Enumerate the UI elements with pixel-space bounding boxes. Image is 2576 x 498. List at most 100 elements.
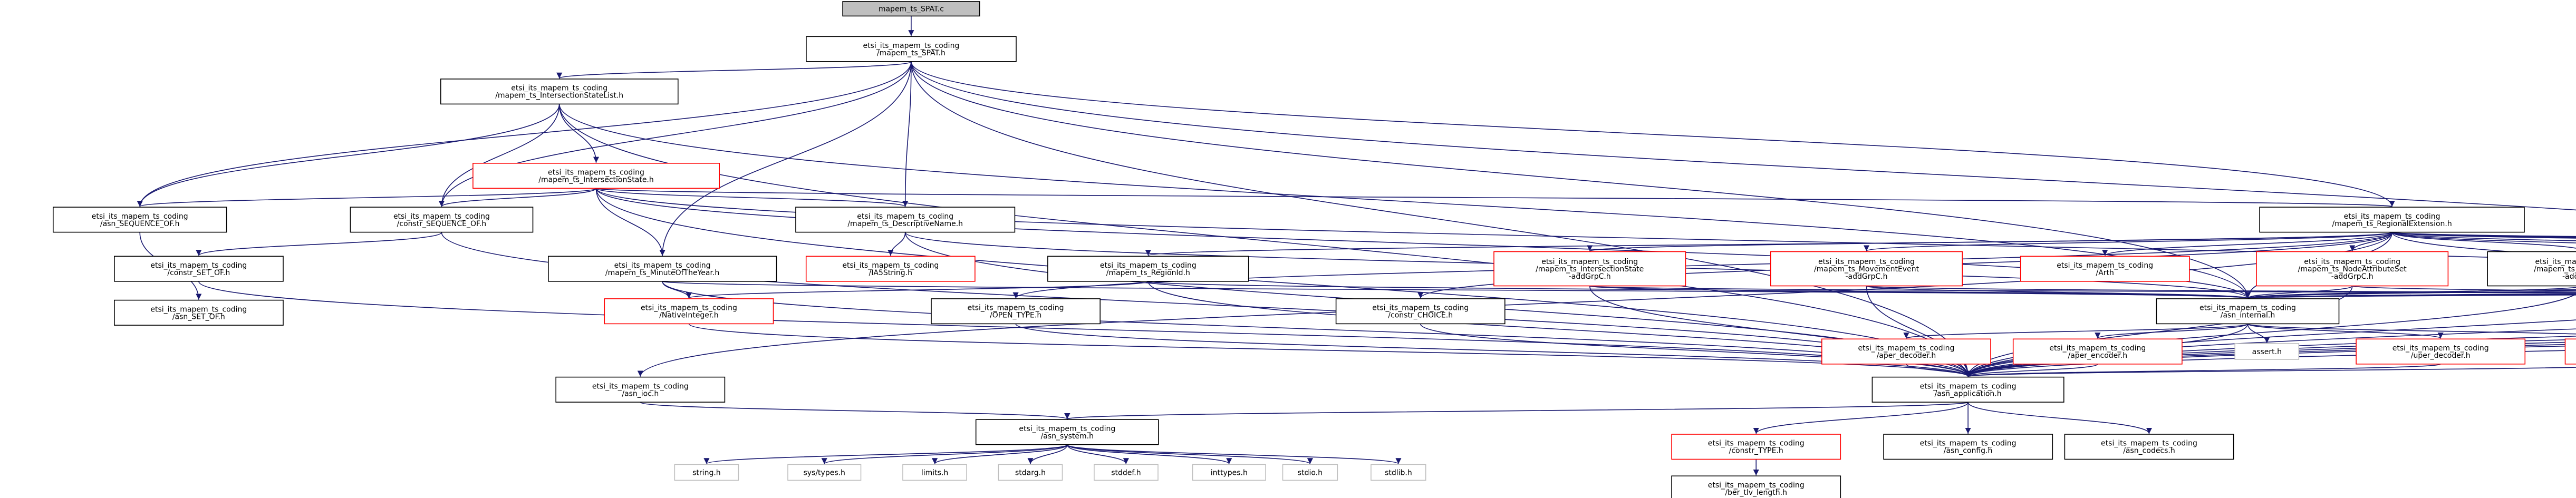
file-node-label: /ber_tlv_length.h bbox=[1725, 489, 1787, 497]
edge-spat-h-to-intersection-state-list bbox=[556, 61, 912, 79]
edge-asn-internal-to-aper-encoder bbox=[2095, 323, 2249, 339]
file-node-label: /asn_internal.h bbox=[2221, 311, 2275, 320]
edge-spat-h-to-asn-application bbox=[911, 61, 1971, 377]
file-node-ext-movement-event[interactable]: etsi_its_mapem_ts_coding/mapem_ts_Moveme… bbox=[1770, 251, 1963, 287]
file-node-asn-application[interactable]: etsi_its_mapem_ts_coding/asn_application… bbox=[1871, 376, 2064, 403]
file-node-box bbox=[674, 464, 739, 481]
file-node-uper-encoder[interactable]: etsi_its_mapem_ts_coding/uper_encoder.h bbox=[2564, 338, 2576, 365]
file-node-constr-sequence-of[interactable]: etsi_its_mapem_ts_coding/constr_SEQUENCE… bbox=[350, 207, 534, 233]
file-node-label: /constr_CHOICE.h bbox=[1388, 311, 1453, 320]
file-node-spat-h[interactable]: etsi_its_mapem_ts_coding/mapem_ts_SPAT.h bbox=[806, 36, 1017, 62]
file-node-asn-sequence-of[interactable]: etsi_its_mapem_ts_coding/asn_SEQUENCE_OF… bbox=[53, 207, 227, 233]
edge-asn-system-to-stdarg-h bbox=[1027, 444, 1068, 464]
edge-spat-h-to-asn-internal bbox=[911, 61, 2251, 298]
file-node-label: etsi_its_mapem_ts_coding bbox=[2304, 258, 2400, 266]
edge-intersection-state-to-descriptive-name bbox=[595, 188, 908, 207]
file-node-label: stdarg.h bbox=[1015, 468, 1046, 477]
file-node-inttypes-h[interactable]: inttypes.h bbox=[1192, 464, 1266, 481]
file-node-box bbox=[114, 256, 284, 282]
file-node-box bbox=[555, 376, 726, 403]
edge-intersection-state-list-to-asn-application bbox=[558, 104, 1971, 377]
file-node-label: /mapem_ts_MovementEvent bbox=[1814, 265, 1919, 274]
file-node-aper-encoder[interactable]: etsi_its_mapem_ts_coding/aper_encoder.h bbox=[2012, 338, 2183, 365]
file-node-label: etsi_its_mapem_ts_coding bbox=[1708, 481, 1805, 490]
file-node-constr-type[interactable]: etsi_its_mapem_ts_coding/constr_TYPE.h bbox=[1671, 434, 1841, 460]
edge-descriptive-name-to-ia5string bbox=[887, 232, 906, 256]
file-node-box bbox=[998, 464, 1063, 481]
file-node-assert-h[interactable]: assert.h bbox=[2234, 343, 2300, 360]
file-node-label: /IA5String.h bbox=[869, 269, 912, 277]
edge-intersection-state-to-regional-extension bbox=[595, 188, 2394, 207]
file-node-stdio-h[interactable]: stdio.h bbox=[1282, 464, 1338, 481]
edge-regional-extension-to-ext-connection-maneuver-assist bbox=[2391, 231, 2576, 239]
file-node-label: sys/types.h bbox=[803, 468, 845, 477]
file-node-label: etsi_its_mapem_ts_coding bbox=[2392, 344, 2489, 353]
file-node-ext-lane-attributes[interactable]: etsi_its_mapem_ts_coding/mapem_ts_LaneAt… bbox=[2487, 251, 2576, 287]
edge-intersection-state-list-to-asn-sequence-of bbox=[137, 104, 560, 207]
file-node-limits-h[interactable]: limits.h bbox=[902, 464, 967, 481]
file-node-constr-set-of[interactable]: etsi_its_mapem_ts_coding/constr_SET_OF.h bbox=[114, 256, 284, 282]
file-node-asn-codecs[interactable]: etsi_its_mapem_ts_coding/asn_codecs.h bbox=[2064, 434, 2234, 460]
edge-intersection-state-list-to-constr-sequence-of bbox=[438, 104, 560, 207]
file-node-open-type[interactable]: etsi_its_mapem_ts_coding/OPEN_TYPE.h bbox=[931, 298, 1101, 325]
file-node-box bbox=[806, 36, 1017, 62]
file-node-intersection-state-list[interactable]: etsi_its_mapem_ts_coding/mapem_ts_Inters… bbox=[440, 79, 679, 105]
file-node-stddef-h[interactable]: stddef.h bbox=[1094, 464, 1159, 481]
file-node-label: /mapem_ts_MinuteOfTheYear.h bbox=[605, 269, 719, 277]
file-node-label: /uper_decoder.h bbox=[2411, 351, 2471, 360]
file-node-label: /constr_SEQUENCE_OF.h bbox=[397, 220, 486, 228]
file-node-box bbox=[1371, 464, 1426, 481]
file-node-asn-ioc[interactable]: etsi_its_mapem_ts_coding/asn_ioc.h bbox=[555, 376, 726, 403]
file-node-sys-types-h[interactable]: sys/types.h bbox=[787, 464, 862, 481]
file-node-label: /asn_application.h bbox=[1935, 389, 2002, 398]
edge-asn-application-to-asn-codecs bbox=[1967, 402, 2152, 434]
file-node-native-integer[interactable]: etsi_its_mapem_ts_coding/NativeInteger.h bbox=[604, 298, 774, 325]
file-node-ber-tlv-length[interactable]: etsi_its_mapem_ts_coding/ber_tlv_length.… bbox=[1671, 475, 1841, 498]
file-node-box bbox=[1047, 256, 1249, 282]
file-node-aper-decoder[interactable]: etsi_its_mapem_ts_coding/aper_decoder.h bbox=[1821, 338, 1991, 365]
file-node-intersection-state[interactable]: etsi_its_mapem_ts_coding/mapem_ts_Inters… bbox=[472, 162, 720, 189]
file-node-ext-intersection-state[interactable]: etsi_its_mapem_ts_coding/mapem_ts_Inters… bbox=[1493, 251, 1686, 287]
edge-regional-extension-to-ext-signal-status-package bbox=[2391, 231, 2576, 237]
file-node-root[interactable]: mapem_ts_SPAT.c bbox=[842, 1, 980, 17]
file-node-asn-system[interactable]: etsi_its_mapem_ts_coding/asn_system.h bbox=[975, 419, 1159, 445]
file-node-regional-extension[interactable]: etsi_its_mapem_ts_coding/mapem_ts_Region… bbox=[2259, 207, 2525, 233]
file-node-ia5string[interactable]: etsi_its_mapem_ts_coding/IA5String.h bbox=[805, 256, 976, 282]
edge-asn-system-to-string-h bbox=[703, 444, 1068, 465]
file-node-asn-config[interactable]: etsi_its_mapem_ts_coding/asn_config.h bbox=[1883, 434, 2053, 460]
file-node-constr-choice[interactable]: etsi_its_mapem_ts_coding/constr_CHOICE.h bbox=[1335, 298, 1506, 325]
file-node-asn-set-of[interactable]: etsi_its_mapem_ts_coding/asn_SET_OF.h bbox=[114, 299, 284, 326]
edge-asn-system-to-stdio-h bbox=[1067, 444, 1313, 465]
file-node-ext-nodeattribute-set[interactable]: etsi_its_mapem_ts_coding/mapem_ts_NodeAt… bbox=[2256, 251, 2449, 287]
file-node-label: etsi_its_mapem_ts_coding bbox=[1818, 258, 1915, 266]
file-node-asn-internal[interactable]: etsi_its_mapem_ts_coding/asn_internal.h bbox=[2156, 298, 2340, 325]
file-node-label: etsi_its_mapem_ts_coding bbox=[1858, 344, 1954, 353]
file-node-label: etsi_its_mapem_ts_coding bbox=[1708, 440, 1805, 448]
file-node-stdarg-h[interactable]: stdarg.h bbox=[998, 464, 1063, 481]
edge-asn-system-to-stddef-h bbox=[1067, 444, 1129, 464]
file-node-label: /mapem_ts_RegionId.h bbox=[1106, 269, 1190, 277]
edge-aper-encoder-to-asn-application bbox=[1965, 364, 2098, 377]
file-node-label: etsi_its_mapem_ts_coding bbox=[150, 305, 247, 314]
edge-regional-extension-to-constr-sequence bbox=[2391, 232, 2576, 257]
edge-asn-ioc-to-asn-system bbox=[640, 402, 1070, 419]
file-node-stdlib-h[interactable]: stdlib.h bbox=[1371, 464, 1426, 481]
file-nodes: mapem_ts_SPAT.cetsi_its_mapem_ts_coding/… bbox=[53, 1, 2576, 498]
file-node-label: stdio.h bbox=[1298, 468, 1323, 477]
file-node-descriptive-name[interactable]: etsi_its_mapem_ts_coding/mapem_ts_Descri… bbox=[795, 207, 1016, 233]
file-node-parth[interactable]: etsi_its_mapem_ts_coding/Arth bbox=[2020, 256, 2190, 282]
file-node-minute-of-the-year[interactable]: etsi_its_mapem_ts_coding/mapem_ts_Minute… bbox=[548, 256, 777, 282]
file-node-region-id[interactable]: etsi_its_mapem_ts_coding/mapem_ts_Region… bbox=[1047, 256, 1249, 282]
file-node-label: etsi_its_mapem_ts_coding bbox=[150, 261, 247, 270]
file-node-box bbox=[795, 207, 1016, 233]
edge-intersection-state-to-minute-of-the-year bbox=[595, 188, 665, 256]
edge-minute-of-the-year-to-asn-application bbox=[662, 281, 1971, 377]
file-node-string-h[interactable]: string.h bbox=[674, 464, 739, 481]
edge-asn-system-to-limits-h bbox=[932, 444, 1068, 465]
file-node-label: /mapem_ts_DescriptiveName.h bbox=[847, 220, 963, 228]
file-node-box bbox=[1770, 251, 1963, 287]
edge-ext-position3d-to-asn-internal bbox=[2245, 289, 2576, 299]
edge-native-integer-to-asn-application bbox=[688, 323, 1971, 377]
file-node-uper-decoder[interactable]: etsi_its_mapem_ts_coding/uper_decoder.h bbox=[2356, 338, 2526, 365]
file-node-label: -addGrpC.h bbox=[2562, 272, 2576, 281]
